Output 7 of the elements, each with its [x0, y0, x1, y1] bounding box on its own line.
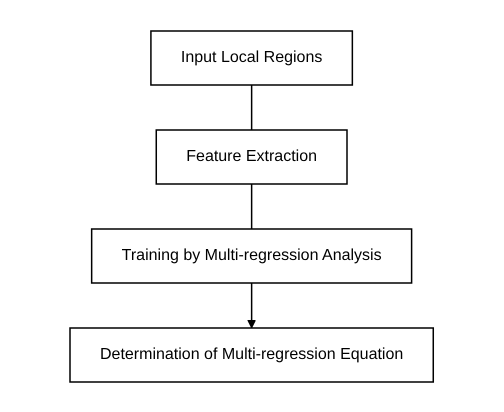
connector — [251, 84, 253, 130]
node-box: Feature Extraction — [156, 128, 348, 184]
node-box: Training by Multi-regression Analysis — [91, 228, 413, 284]
connector — [251, 184, 253, 228]
node-box: Input Local Regions — [150, 30, 354, 86]
arrow — [248, 282, 256, 328]
node-box: Determination of Multi-regression Equation — [70, 326, 434, 382]
